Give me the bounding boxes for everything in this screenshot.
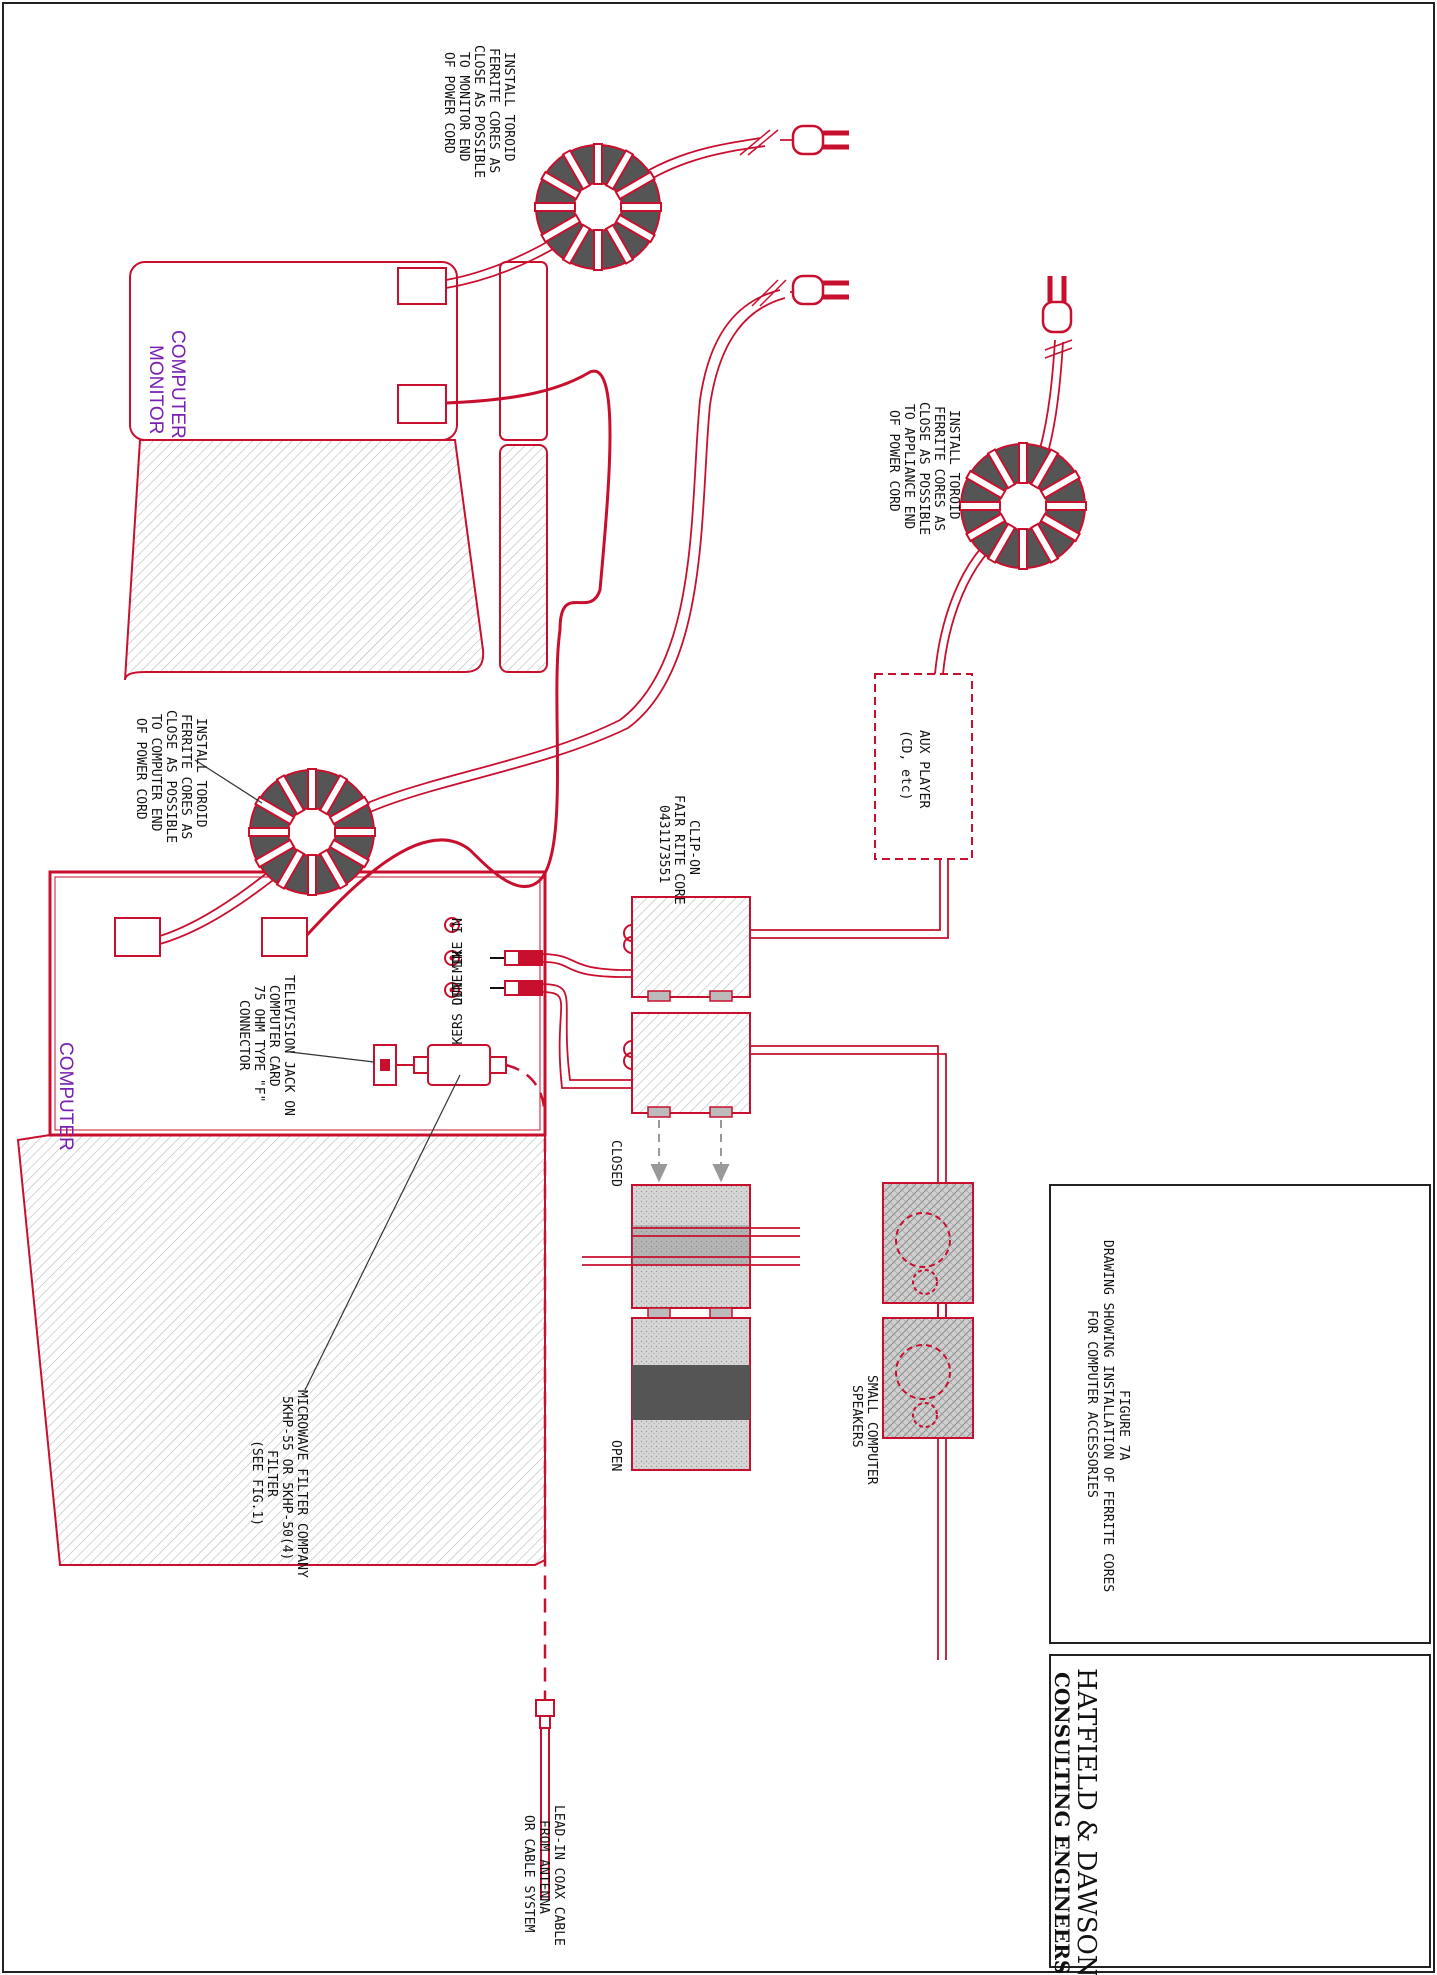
computer-case: COMPUTER MIKE IN LINE IN SPEAKERS OUT	[16, 870, 547, 1566]
toroid-monitor-line-4: TO MONITOR END	[456, 52, 471, 162]
toroid-computer-line-2: FERRITE CORES AS	[178, 714, 193, 839]
computer-power-socket	[114, 917, 161, 957]
toroid-appliance-line-1: INSTALL TOROID	[946, 410, 961, 520]
company-name: HATFIELD & DAWSON	[1071, 1668, 1101, 1975]
open-arrows	[650, 1120, 730, 1183]
tv-jack-line-4: CONNECTOR	[236, 1000, 251, 1071]
title-block: FIGURE 7A DRAWING SHOWING INSTALLATION O…	[1049, 1184, 1431, 1975]
monitor-plug	[793, 126, 849, 154]
coax-dashed	[505, 1063, 547, 1700]
tv-jack-line-2: COMPUTER CARD	[266, 985, 281, 1087]
aux-plug	[1043, 276, 1071, 332]
speakers-out-jack	[444, 982, 460, 998]
aux-label-1: AUX PLAYER	[916, 730, 931, 808]
figure-caption-2: FOR COMPUTER ACCESSORIES	[1084, 1310, 1099, 1498]
closed-label: CLOSED	[608, 1140, 623, 1187]
toroid-computer-note: INSTALL TOROID FERRITE CORES AS CLOSE AS…	[133, 710, 208, 843]
leadin-line-3: OR CABLE SYSTEM	[521, 1815, 536, 1933]
toroid-core-appliance	[959, 442, 1087, 570]
toroid-monitor-line-2: FERRITE CORES AS	[486, 48, 501, 173]
speakers-out-cable	[542, 983, 947, 1660]
mike-in-jack	[444, 917, 460, 933]
microwave-filter	[413, 1044, 507, 1086]
clipon-core-lower	[623, 1012, 751, 1118]
line-in-plug	[490, 950, 543, 966]
toroid-core-monitor	[534, 143, 662, 271]
line-in-cable	[542, 859, 949, 978]
speaker-left	[882, 1317, 974, 1439]
toroid-monitor-line-3: CLOSE AS POSSIBLE	[471, 45, 486, 178]
speakers-line-2: SPEAKERS	[849, 1385, 864, 1448]
monitor-label-2: MONITOR	[145, 345, 166, 434]
monitor-label-1: COMPUTER	[167, 330, 188, 439]
toroid-monitor-note: INSTALL TOROID FERRITE CORES AS CLOSE AS…	[441, 45, 516, 178]
filter-line-2: 5KHP-55 OR 5KHP-50(4)	[279, 1396, 294, 1560]
tv-jack-line-1: TELEVISION JACK ON	[281, 975, 296, 1116]
video-cable	[305, 369, 612, 937]
toroid-appliance-line-2: FERRITE CORES AS	[931, 406, 946, 531]
clipon-note: CLIP-ON FAIR RITE CORE 0431173551	[656, 795, 701, 905]
toroid-appliance-note: INSTALL TOROID FERRITE CORES AS CLOSE AS…	[886, 402, 961, 535]
toroid-computer-line-4: TO COMPUTER END	[148, 714, 163, 832]
company-subtitle: CONSULTING ENGINEERS	[1050, 1672, 1074, 1974]
clipon-line-1: CLIP-ON	[686, 820, 701, 875]
clipon-core-open	[582, 1184, 800, 1471]
line-in-jack	[444, 950, 460, 966]
toroid-computer-line-1: INSTALL TOROID	[193, 718, 208, 828]
tv-jack-line-3: 75 OHM TYPE "F"	[251, 985, 266, 1102]
computer-label: COMPUTER	[55, 1042, 76, 1151]
leader-lines	[194, 759, 461, 1391]
monitor-cable-socket	[397, 384, 447, 424]
filter-line-1: MICROWAVE FILTER COMPANY	[294, 1390, 309, 1578]
speakers-out-plug	[490, 980, 543, 996]
computer-video-socket	[261, 917, 308, 957]
coax-connector	[535, 1699, 555, 1900]
toroid-appliance-line-4: TO APPLIANCE END	[901, 404, 916, 529]
computer-monitor: COMPUTER MONITOR	[124, 261, 548, 681]
computer-plug	[793, 276, 849, 304]
aux-label-2: (CD, etc)	[898, 730, 913, 800]
figure-caption-1: DRAWING SHOWING INSTALLATION OF FERRITE …	[1100, 1240, 1115, 1592]
leadin-line-1: LEAD-IN COAX CABLE	[551, 1805, 566, 1946]
filter-line-4: (SEE FIG.1)	[249, 1440, 264, 1526]
aux-player	[874, 673, 973, 860]
toroid-appliance-line-5: OF POWER CORD	[886, 410, 901, 512]
toroid-monitor-line-1: INSTALL TOROID	[501, 52, 516, 162]
tv-jack-note: TELEVISION JACK ON COMPUTER CARD 75 OHM …	[236, 975, 296, 1116]
toroid-core-computer	[248, 768, 376, 896]
toroid-appliance-line-3: CLOSE AS POSSIBLE	[916, 402, 931, 535]
clipon-line-2: FAIR RITE CORE	[671, 795, 686, 905]
toroid-computer-line-5: OF POWER CORD	[133, 718, 148, 820]
speaker-right	[882, 1182, 974, 1304]
open-label: OPEN	[608, 1440, 623, 1471]
speakers-note: SMALL COMPUTER SPEAKERS	[849, 1375, 879, 1485]
leadin-note: LEAD-IN COAX CABLE FROM ANTENNA OR CABLE…	[521, 1805, 566, 1946]
figure-number: FIGURE 7A	[1116, 1390, 1131, 1461]
toroid-computer-line-3: CLOSE AS POSSIBLE	[163, 710, 178, 843]
filter-line-3: FILTER	[264, 1450, 279, 1497]
clipon-line-3: 0431173551	[656, 805, 671, 883]
toroid-monitor-line-5: OF POWER CORD	[441, 52, 456, 154]
leadin-line-2: FROM ANTENNA	[536, 1820, 551, 1914]
mike-in-label: MIKE IN	[451, 918, 466, 973]
monitor-power-socket	[397, 267, 447, 305]
clipon-core-upper	[623, 896, 751, 1002]
filter-note: MICROWAVE FILTER COMPANY 5KHP-55 OR 5KHP…	[249, 1390, 309, 1578]
line-in-label: LINE IN	[451, 951, 466, 1006]
speakers-line-1: SMALL COMPUTER	[864, 1375, 879, 1485]
